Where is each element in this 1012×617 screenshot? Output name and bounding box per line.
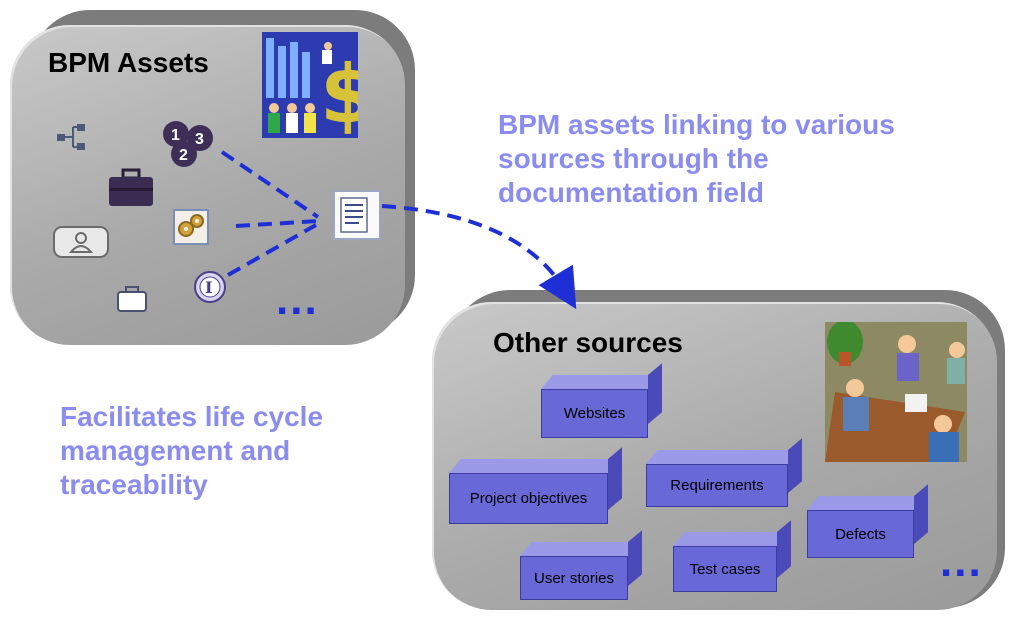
source-label: Requirements: [646, 464, 788, 507]
gears-icon: [173, 209, 209, 245]
flow-node-icon: [55, 122, 89, 152]
meeting-clipart: [825, 322, 967, 462]
business-team-clipart: $: [262, 32, 358, 138]
source-websites: Websites: [541, 363, 662, 438]
source-label: Defects: [807, 510, 914, 558]
user-card-icon: [53, 226, 109, 258]
source-label: User stories: [520, 556, 628, 600]
connector-steps-to-document: [220, 150, 320, 219]
document-icon: [333, 190, 381, 240]
svg-text:1: 1: [171, 127, 180, 144]
source-label: Websites: [541, 389, 648, 438]
connector-info-to-document: [227, 223, 317, 277]
source-label: Test cases: [673, 546, 777, 592]
briefcase-icon: [107, 168, 155, 208]
source-project-objectives: Project objectives: [449, 447, 622, 524]
numbered-steps-icon: 1 3 2: [160, 118, 218, 168]
connector-gears-to-document: [235, 219, 319, 228]
source-requirements: Requirements: [646, 438, 802, 507]
bag-icon: [116, 285, 148, 313]
info-icon: I: [193, 270, 227, 304]
source-label: Project objectives: [449, 473, 608, 524]
lifecycle-caption: Facilitates life cycle management and tr…: [60, 401, 324, 500]
other-sources-title: Other sources: [493, 327, 683, 358]
svg-text:2: 2: [179, 147, 188, 164]
svg-text:3: 3: [195, 131, 204, 148]
source-defects: Defects: [807, 484, 928, 558]
source-test-cases: Test cases: [673, 520, 791, 592]
bpm-assets-title: BPM Assets: [48, 47, 209, 78]
connector-document-to-sources: [381, 204, 577, 310]
svg-text:I: I: [205, 278, 212, 297]
linking-caption: BPM assets linking to various sources th…: [498, 109, 895, 208]
source-user-stories: User stories: [520, 530, 642, 600]
